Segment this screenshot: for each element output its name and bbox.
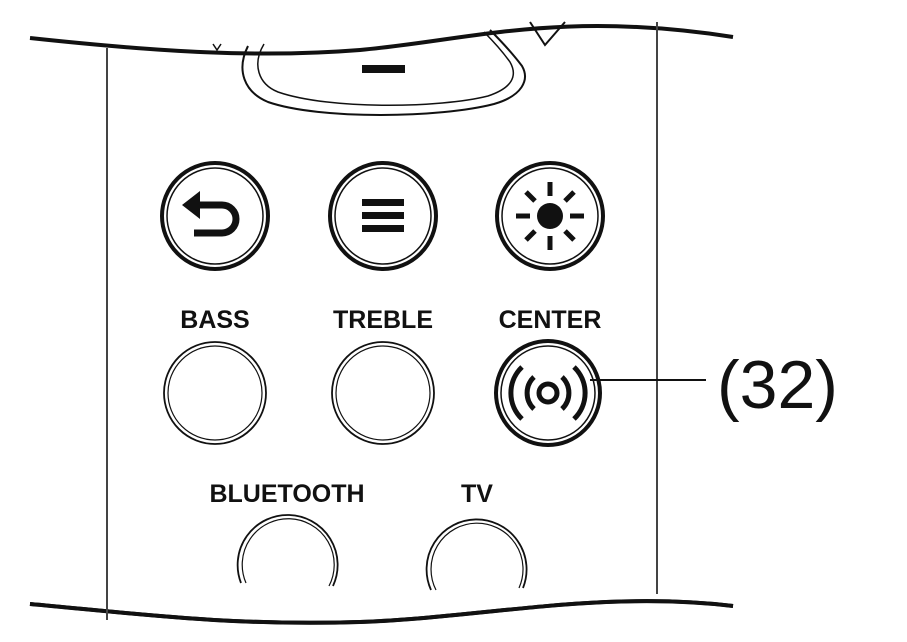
partial-button-top-right[interactable] — [529, 21, 566, 47]
tv-button-inner-outline — [430, 522, 524, 591]
volume-minus-button-inner-edge — [257, 31, 515, 107]
tv-button[interactable] — [425, 518, 528, 591]
remote-top-edge — [29, 24, 734, 56]
center-button[interactable] — [494, 339, 602, 447]
center-button-inner-ring — [500, 345, 596, 441]
bass-button-inner-ring — [167, 345, 263, 441]
volume-minus-button[interactable] — [241, 29, 526, 116]
bass-button-outer-ring — [163, 341, 267, 445]
bluetooth-button-inner-outline — [241, 518, 335, 587]
tv-button-outline — [425, 518, 528, 591]
menu-button-inner-ring — [334, 167, 432, 265]
volume-minus-button-outline — [241, 29, 526, 116]
treble-button-outer-ring — [331, 341, 435, 445]
tv-label: TV — [461, 480, 493, 508]
menu-button-outer-ring — [328, 161, 438, 271]
bluetooth-button-outline — [236, 514, 339, 587]
callout-number: (32) — [717, 347, 838, 423]
remote-top-tick — [212, 43, 222, 52]
back-button-outer-ring — [160, 161, 270, 271]
bluetooth-button[interactable] — [236, 514, 339, 587]
treble-label: TREBLE — [333, 306, 433, 334]
brightness-icon — [516, 182, 584, 250]
back-button[interactable] — [160, 161, 270, 271]
minus-icon — [362, 65, 405, 73]
center-button-outer-ring — [494, 339, 602, 447]
bass-label: BASS — [180, 306, 249, 334]
brightness-button-outer-ring — [495, 161, 605, 271]
treble-button[interactable] — [331, 341, 435, 445]
return-arrow-icon — [182, 191, 240, 237]
menu-button[interactable] — [328, 161, 438, 271]
brightness-button-inner-ring — [501, 167, 599, 265]
menu-icon — [362, 199, 404, 232]
bass-button[interactable] — [163, 341, 267, 445]
brightness-button[interactable] — [495, 161, 605, 271]
wireless-broadcast-icon — [508, 365, 588, 421]
back-button-inner-ring — [166, 167, 264, 265]
bluetooth-label: BLUETOOTH — [209, 480, 364, 508]
remote-bottom-mask — [30, 603, 733, 642]
remote-bottom-edge-overlay — [29, 599, 734, 625]
treble-button-inner-ring — [335, 345, 431, 441]
center-label: CENTER — [499, 306, 602, 334]
